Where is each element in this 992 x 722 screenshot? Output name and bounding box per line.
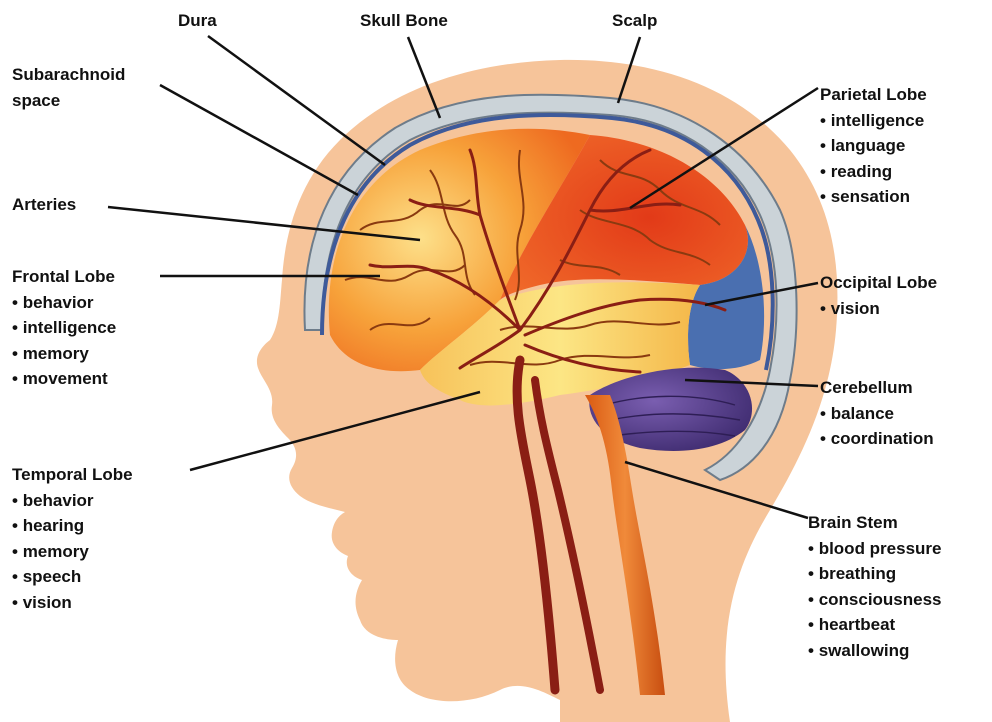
label-skull-bone: Skull Bone <box>360 8 448 34</box>
label-subarachnoid-line1: Subarachnoid <box>12 62 125 88</box>
temporal-lobe-item: memory <box>12 539 133 565</box>
label-subarachnoid: Subarachnoid space <box>12 62 125 113</box>
brain-stem-item: swallowing <box>808 638 942 664</box>
label-parietal-lobe-title: Parietal Lobe <box>820 82 927 108</box>
label-subarachnoid-line2: space <box>12 88 125 114</box>
label-arteries: Arteries <box>12 192 76 218</box>
frontal-lobe-item: intelligence <box>12 315 116 341</box>
label-cerebellum: Cerebellum balance coordination <box>820 375 934 452</box>
label-arteries-title: Arteries <box>12 192 76 218</box>
label-temporal-lobe-title: Temporal Lobe <box>12 462 133 488</box>
label-scalp: Scalp <box>612 8 657 34</box>
brain-stem-item: consciousness <box>808 587 942 613</box>
parietal-lobe-item: intelligence <box>820 108 927 134</box>
occipital-lobe-item: vision <box>820 296 937 322</box>
cerebellum-item: coordination <box>820 426 934 452</box>
label-occipital-lobe-title: Occipital Lobe <box>820 270 937 296</box>
label-dura: Dura <box>178 8 217 34</box>
label-scalp-title: Scalp <box>612 8 657 34</box>
label-brain-stem: Brain Stem blood pressure breathing cons… <box>808 510 942 663</box>
label-brain-stem-title: Brain Stem <box>808 510 942 536</box>
brain-stem-item: blood pressure <box>808 536 942 562</box>
brain-stem-item: heartbeat <box>808 612 942 638</box>
temporal-lobe-item: hearing <box>12 513 133 539</box>
frontal-lobe-item: behavior <box>12 290 116 316</box>
label-frontal-lobe: Frontal Lobe behavior intelligence memor… <box>12 264 116 392</box>
parietal-lobe-item: sensation <box>820 184 927 210</box>
temporal-lobe-item: vision <box>12 590 133 616</box>
label-skull-bone-title: Skull Bone <box>360 8 448 34</box>
frontal-lobe-item: memory <box>12 341 116 367</box>
temporal-lobe-item: behavior <box>12 488 133 514</box>
label-frontal-lobe-title: Frontal Lobe <box>12 264 116 290</box>
brain-stem-item: breathing <box>808 561 942 587</box>
label-cerebellum-title: Cerebellum <box>820 375 934 401</box>
label-dura-title: Dura <box>178 8 217 34</box>
frontal-lobe-item: movement <box>12 366 116 392</box>
label-occipital-lobe: Occipital Lobe vision <box>820 270 937 321</box>
cerebellum-item: balance <box>820 401 934 427</box>
parietal-lobe-item: reading <box>820 159 927 185</box>
label-temporal-lobe: Temporal Lobe behavior hearing memory sp… <box>12 462 133 615</box>
parietal-lobe-item: language <box>820 133 927 159</box>
label-parietal-lobe: Parietal Lobe intelligence language read… <box>820 82 927 210</box>
temporal-lobe-item: speech <box>12 564 133 590</box>
